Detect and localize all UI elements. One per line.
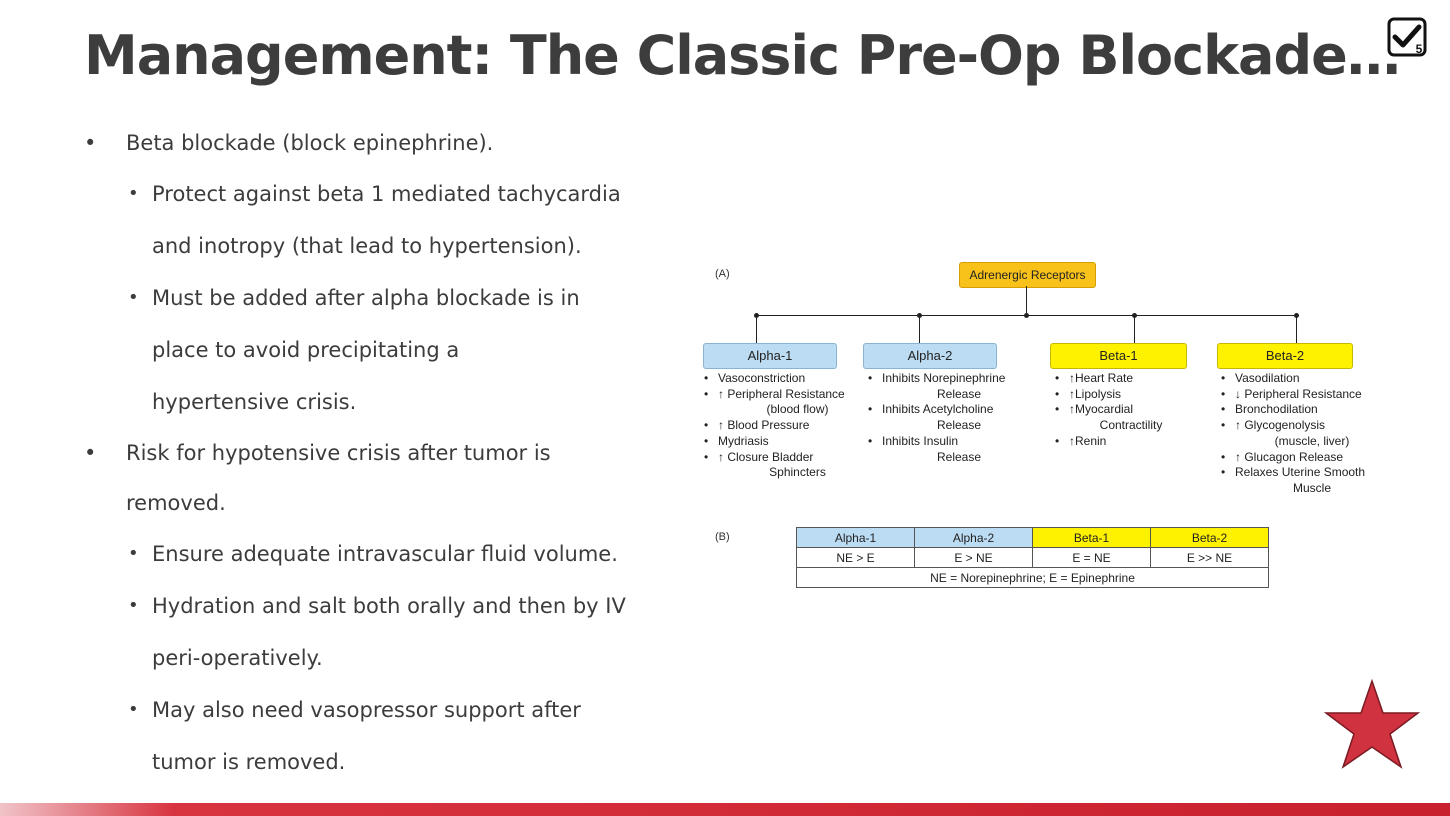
effect-item: Inhibits Acetylcholine (866, 402, 1036, 418)
bullet-line: hypertensive crisis. (152, 390, 357, 414)
sub-bullet-item: Ensure adequate intravascular fluid volu… (84, 528, 674, 580)
receptor-table: Alpha-1 Alpha-2 Beta-1 Beta-2 NE > E E >… (796, 527, 1269, 588)
table-header-cell: Alpha-1 (796, 527, 915, 548)
effect-list: Vasoconstriction↑ Peripheral Resistance(… (702, 371, 877, 481)
effect-list: Inhibits NorepinephrineReleaseInhibits A… (866, 371, 1036, 465)
receptor-box-alpha-1: Alpha-1 (703, 343, 837, 369)
effect-item: ↑Heart Rate (1053, 371, 1193, 387)
tree-junction (917, 313, 922, 318)
effect-item: Sphincters (769, 465, 826, 480)
effect-item: Inhibits Norepinephrine (866, 371, 1036, 387)
bullet-line: Beta blockade (block epinephrine). (126, 131, 494, 155)
effect-item: (muscle, liver) (1274, 433, 1350, 448)
effect-item: ↑Lipolysis (1053, 387, 1193, 403)
receptor-box-alpha-2: Alpha-2 (863, 343, 997, 369)
effect-list: Vasodilation↓ Peripheral ResistanceBronc… (1219, 371, 1389, 497)
tree-junction (1294, 313, 1299, 318)
bottom-accent-bar (0, 803, 1450, 816)
receptor-box-beta-2: Beta-2 (1217, 343, 1353, 369)
bullet-line: and inotropy (that lead to hypertension)… (152, 234, 582, 258)
tree-connector-beta1 (1134, 315, 1135, 343)
effect-item: ↑ Glycogenolysis (1219, 418, 1389, 434)
sub-bullet-item: Must be added after alpha blockade is in… (84, 272, 674, 428)
effect-item: ↑Renin (1053, 434, 1193, 450)
effect-item: Contractility (1099, 418, 1163, 433)
effect-item: ↑Myocardial (1053, 402, 1193, 418)
bullet-line: peri-operatively. (152, 646, 323, 670)
tree-connector-alpha1 (756, 315, 757, 343)
effect-item: ↑ Peripheral Resistance (702, 387, 877, 403)
tree-junction (1132, 313, 1137, 318)
effect-item: Release (936, 449, 982, 464)
figure-label-b: (B) (715, 531, 730, 543)
figure-label-a: (A) (715, 268, 730, 280)
effect-item: (blood flow) (766, 402, 829, 417)
sub-bullet-item: Protect against beta 1 mediated tachycar… (84, 168, 674, 272)
effect-item: Vasodilation (1219, 371, 1389, 387)
tree-connector-alpha2 (919, 315, 920, 343)
table-cell: E > NE (914, 547, 1033, 568)
effect-item: ↑ Closure Bladder (702, 450, 877, 466)
table-cell: NE > E (796, 547, 915, 568)
bullet-line: tumor is removed. (152, 750, 346, 774)
bullet-item: Risk for hypotensive crisis after tumor … (84, 428, 674, 528)
star-icon (1323, 678, 1421, 769)
bullet-list: Beta blockade (block epinephrine). Protec… (84, 118, 674, 788)
table-footnote: NE = Norepinephrine; E = Epinephrine (796, 567, 1269, 588)
checkbox-check-icon: 5 (1387, 17, 1427, 57)
bullet-line: removed. (126, 491, 226, 515)
bullet-line: Ensure adequate intravascular fluid volu… (152, 542, 618, 566)
slide-title: Management: The Classic Pre-Op Blockade… (84, 24, 1401, 87)
bullet-line: Protect against beta 1 mediated tachycar… (152, 182, 621, 206)
tree-connector-beta2 (1296, 315, 1297, 343)
bullet-line: May also need vasopressor support after (152, 698, 581, 722)
effect-item: Inhibits Insulin (866, 434, 1036, 450)
sub-bullet-item: Hydration and salt both orally and then … (84, 580, 674, 684)
table-cell: E = NE (1032, 547, 1151, 568)
effect-item: ↑ Glucagon Release (1219, 450, 1389, 466)
bullet-line: Must be added after alpha blockade is in (152, 286, 580, 310)
effect-item: Mydriasis (702, 434, 877, 450)
table-header-cell: Beta-2 (1150, 527, 1269, 548)
table-header-cell: Alpha-2 (914, 527, 1033, 548)
effect-list: ↑Heart Rate↑Lipolysis↑MyocardialContract… (1053, 371, 1193, 450)
tree-junction (1024, 313, 1029, 318)
effect-item: Release (936, 386, 982, 401)
effect-item: Relaxes Uterine Smooth (1219, 465, 1389, 481)
root-node-adrenergic-receptors: Adrenergic Receptors (959, 262, 1096, 288)
effect-item: ↓ Peripheral Resistance (1219, 387, 1389, 403)
receptor-box-beta-1: Beta-1 (1050, 343, 1187, 369)
effect-item: Release (936, 418, 982, 433)
badge-number: 5 (1416, 42, 1423, 56)
adrenergic-figure: (A) Adrenergic Receptors (B) Alpha-1 Alp… (700, 255, 1400, 600)
bullet-line: place to avoid precipitating a (152, 338, 460, 362)
effect-item: Muscle (1292, 480, 1331, 495)
table-cell: E >> NE (1150, 547, 1269, 568)
effect-item: ↑ Blood Pressure (702, 418, 877, 434)
sub-bullet-item: May also need vasopressor support after t… (84, 684, 674, 788)
effect-item: Vasoconstriction (702, 371, 877, 387)
effect-item: Bronchodilation (1219, 402, 1389, 418)
tree-junction (754, 313, 759, 318)
bullet-item: Beta blockade (block epinephrine). (84, 118, 674, 168)
table-header-cell: Beta-1 (1032, 527, 1151, 548)
bullet-line: Risk for hypotensive crisis after tumor … (126, 441, 551, 465)
tree-connector-trunk (1026, 286, 1027, 315)
bullet-line: Hydration and salt both orally and then … (152, 594, 626, 618)
